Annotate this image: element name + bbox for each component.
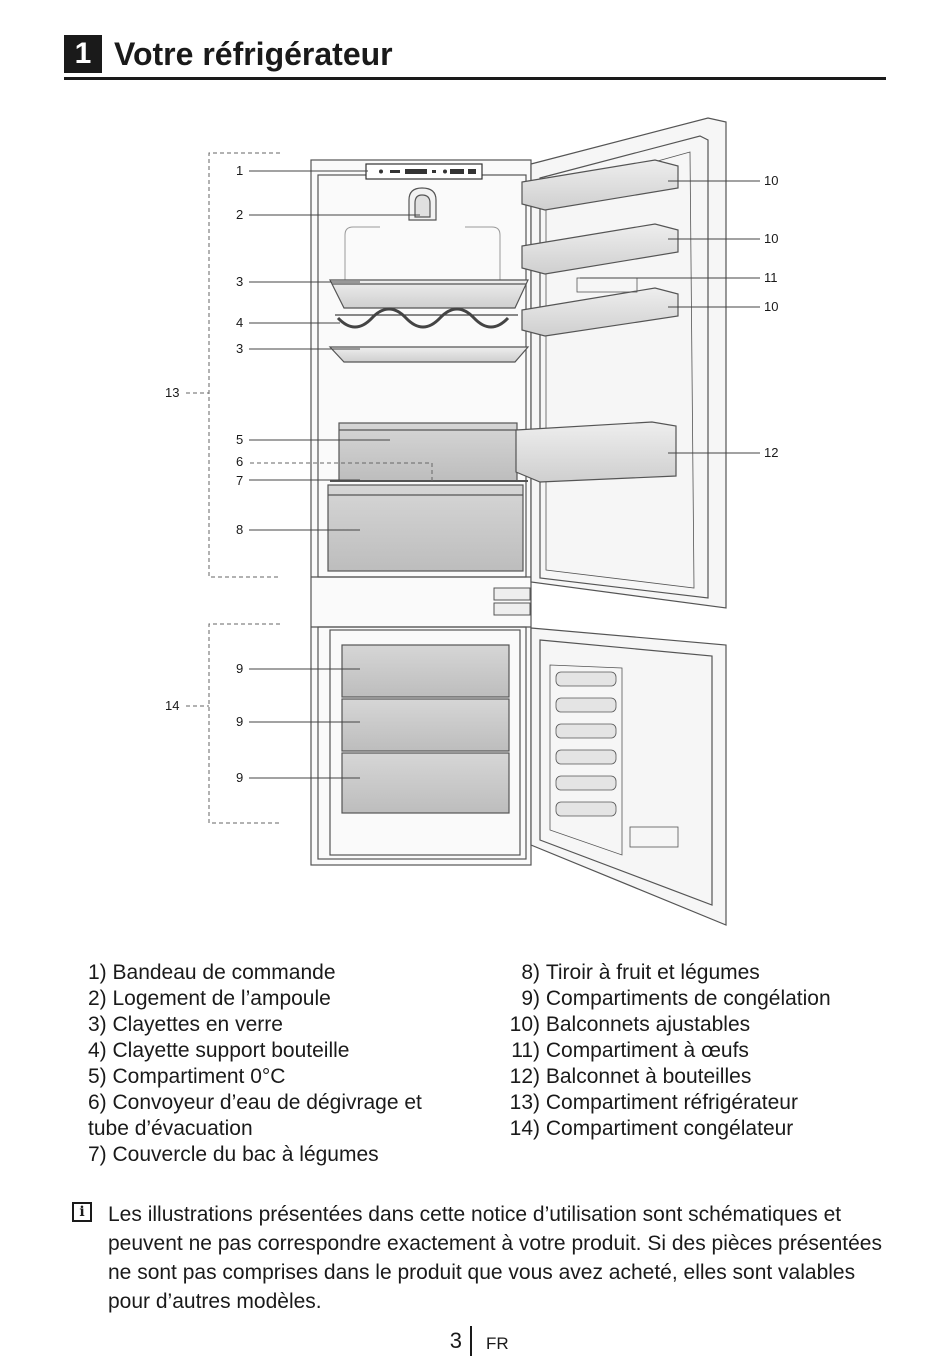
legend-item: 1) Bandeau de commande (88, 961, 336, 984)
callout-9b: 9 (236, 714, 243, 729)
control-panel (365, 163, 483, 180)
callout-7: 7 (236, 473, 243, 488)
callout-3: 3 (236, 274, 243, 289)
legend-item: 6) Convoyeur d’eau de dégivrage et tube … (88, 1091, 422, 1140)
glass-shelf-lower (328, 346, 530, 363)
legend-label: Compartiments de congélation (545, 987, 831, 1010)
info-icon: i (72, 1202, 92, 1222)
legend-item: 14) Compartiment congélateur (500, 1116, 900, 1142)
callout-10c: 10 (764, 299, 778, 314)
lamp-housing (408, 187, 437, 221)
section-number: 1 (64, 35, 102, 73)
legend-item: 7) Couvercle du bac à légumes (88, 1143, 379, 1166)
legend-item: 3) Clayettes en verre (88, 1013, 283, 1036)
callout-10a: 10 (764, 173, 778, 188)
callout-1: 1 (236, 163, 243, 178)
legend-item: 4) Clayette support bouteille (88, 1039, 350, 1062)
legend-number: 14) (509, 1117, 540, 1140)
legend-item: 8) Tiroir à fruit et légumes (500, 960, 900, 986)
legend-label: Balconnets ajustables (545, 1013, 751, 1036)
callout-6: 6 (236, 454, 243, 469)
legend-item: 10) Balconnets ajustables (500, 1012, 900, 1038)
crisper-drawer (327, 484, 524, 572)
footer-divider (470, 1326, 472, 1356)
legend-left: 1) Bandeau de commande 2) Logement de l’… (88, 960, 468, 1168)
legend-item: 9) Compartiments de congélation (500, 986, 900, 1012)
legend-label: Tiroir à fruit et légumes (545, 961, 760, 984)
legend-number: 10) (509, 1013, 540, 1036)
callout-12: 12 (764, 445, 778, 460)
legend-item: 12) Balconnet à bouteilles (500, 1064, 900, 1090)
page-number: 3 (449, 1328, 462, 1353)
legend-number: 12) (509, 1065, 540, 1088)
legend-number: 11) (511, 1039, 540, 1062)
callout-4: 4 (236, 315, 243, 330)
legend-label: Compartiment à œufs (545, 1039, 749, 1062)
callout-2: 2 (236, 207, 243, 222)
callout-9c: 9 (236, 770, 243, 785)
legend-item: 13) Compartiment réfrigérateur (500, 1090, 900, 1116)
legend-right: 8) Tiroir à fruit et légumes 9) Comparti… (500, 960, 900, 1142)
note-text: Les illustrations présentées dans cette … (108, 1203, 882, 1313)
legend-number: 9) (521, 987, 540, 1010)
callout-14: 14 (165, 698, 179, 713)
callout-13: 13 (165, 385, 179, 400)
legend-label: Compartiment congélateur (545, 1117, 794, 1140)
refrigerator-diagram: 1 2 3 4 3 5 6 7 8 9 9 9 10 10 11 10 12 1… (165, 117, 778, 926)
callout-8: 8 (236, 522, 243, 537)
legend-item: 2) Logement de l’ampoule (88, 987, 331, 1010)
bottle-rack (335, 307, 518, 329)
callout-9a: 9 (236, 661, 243, 676)
callout-10b: 10 (764, 231, 778, 246)
legend-number: 8) (521, 961, 540, 984)
page-footer: 3 FR (0, 1326, 950, 1358)
freezer-door (530, 627, 727, 926)
callout-5: 5 (236, 432, 243, 447)
legend-label: Compartiment réfrigérateur (545, 1091, 798, 1114)
legend-item: 11) Compartiment à œufs (500, 1038, 900, 1064)
callout-11: 11 (764, 270, 778, 285)
section-header: 1 Votre réfrigérateur (64, 35, 886, 80)
page-title: Votre réfrigérateur (114, 36, 393, 72)
legend-item: 5) Compartiment 0°C (88, 1065, 286, 1088)
language-code: FR (486, 1334, 509, 1353)
freezer-drawer (329, 629, 521, 856)
fridge-door (515, 117, 727, 609)
glass-shelf (329, 279, 529, 309)
legend-label: Balconnet à bouteilles (545, 1065, 752, 1088)
callout-3b: 3 (236, 341, 243, 356)
legend-number: 13) (509, 1091, 540, 1114)
zero-degree-compartment (338, 422, 518, 482)
